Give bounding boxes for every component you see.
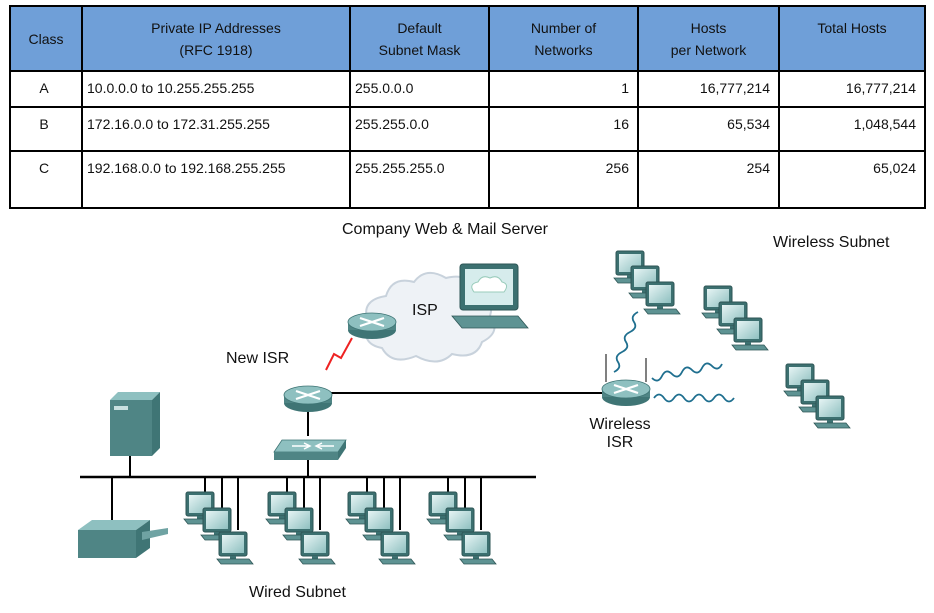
cell-hosts: 65,534 <box>637 106 780 152</box>
server-label: Company Web & Mail Server <box>342 221 548 238</box>
pc-icon <box>459 531 497 565</box>
laptop-icon <box>731 317 769 351</box>
table-row: B 172.16.0.0 to 172.31.255.255 255.255.0… <box>9 106 926 152</box>
wireless-subnet-label: Wireless Subnet <box>773 234 890 251</box>
cell-range: 10.0.0.0 to 10.255.255.255 <box>81 70 351 108</box>
cell-mask: 255.255.0.0 <box>349 106 490 152</box>
new-isr-label: New ISR <box>226 350 290 367</box>
wired-subnet-label: Wired Subnet <box>249 584 346 601</box>
header-private-ip: Private IP Addresses(RFC 1918) <box>81 5 351 72</box>
cell-total: 65,024 <box>778 150 926 209</box>
pc-icon <box>378 531 416 565</box>
table-row: C 192.168.0.0 to 192.168.255.255 255.255… <box>9 150 926 209</box>
cell-class: B <box>9 106 83 152</box>
new-isr-router-icon <box>282 384 334 414</box>
pc-icon <box>216 531 254 565</box>
wireless-signal-icon <box>613 311 735 403</box>
cell-total: 1,048,544 <box>778 106 926 152</box>
printer-icon <box>78 520 168 558</box>
cell-hosts: 254 <box>637 150 780 209</box>
table-row: A 10.0.0.0 to 10.255.255.255 255.0.0.0 1… <box>9 70 926 108</box>
cell-class: A <box>9 70 83 108</box>
wireless-laptop-group <box>613 250 851 429</box>
web-mail-server-icon <box>451 263 529 329</box>
laptop-icon <box>813 395 851 429</box>
header-class: Class <box>9 5 83 72</box>
ip-address-table: Class Private IP Addresses(RFC 1918) Def… <box>9 5 926 209</box>
server-tower-icon <box>110 392 160 456</box>
table-header-row: Class Private IP Addresses(RFC 1918) Def… <box>9 5 926 72</box>
isp-router-icon <box>346 311 398 341</box>
cell-class: C <box>9 150 83 209</box>
pc-icon <box>298 531 336 565</box>
cell-mask: 255.0.0.0 <box>349 70 490 108</box>
isp-label: ISP <box>412 302 438 319</box>
cell-range: 172.16.0.0 to 172.31.255.255 <box>81 106 351 152</box>
cell-mask: 255.255.255.0 <box>349 150 490 209</box>
header-total: Total Hosts <box>778 5 926 72</box>
wireless-isr-router-icon <box>600 378 652 408</box>
cell-networks: 1 <box>488 70 639 108</box>
serial-link-icon <box>325 337 353 371</box>
cell-total: 16,777,214 <box>778 70 926 108</box>
cell-range: 192.168.0.0 to 192.168.255.255 <box>81 150 351 209</box>
laptop-icon <box>643 281 681 315</box>
cell-networks: 256 <box>488 150 639 209</box>
cell-networks: 16 <box>488 106 639 152</box>
switch-icon <box>273 439 347 460</box>
wired-pc-group <box>183 491 497 565</box>
cell-hosts: 16,777,214 <box>637 70 780 108</box>
